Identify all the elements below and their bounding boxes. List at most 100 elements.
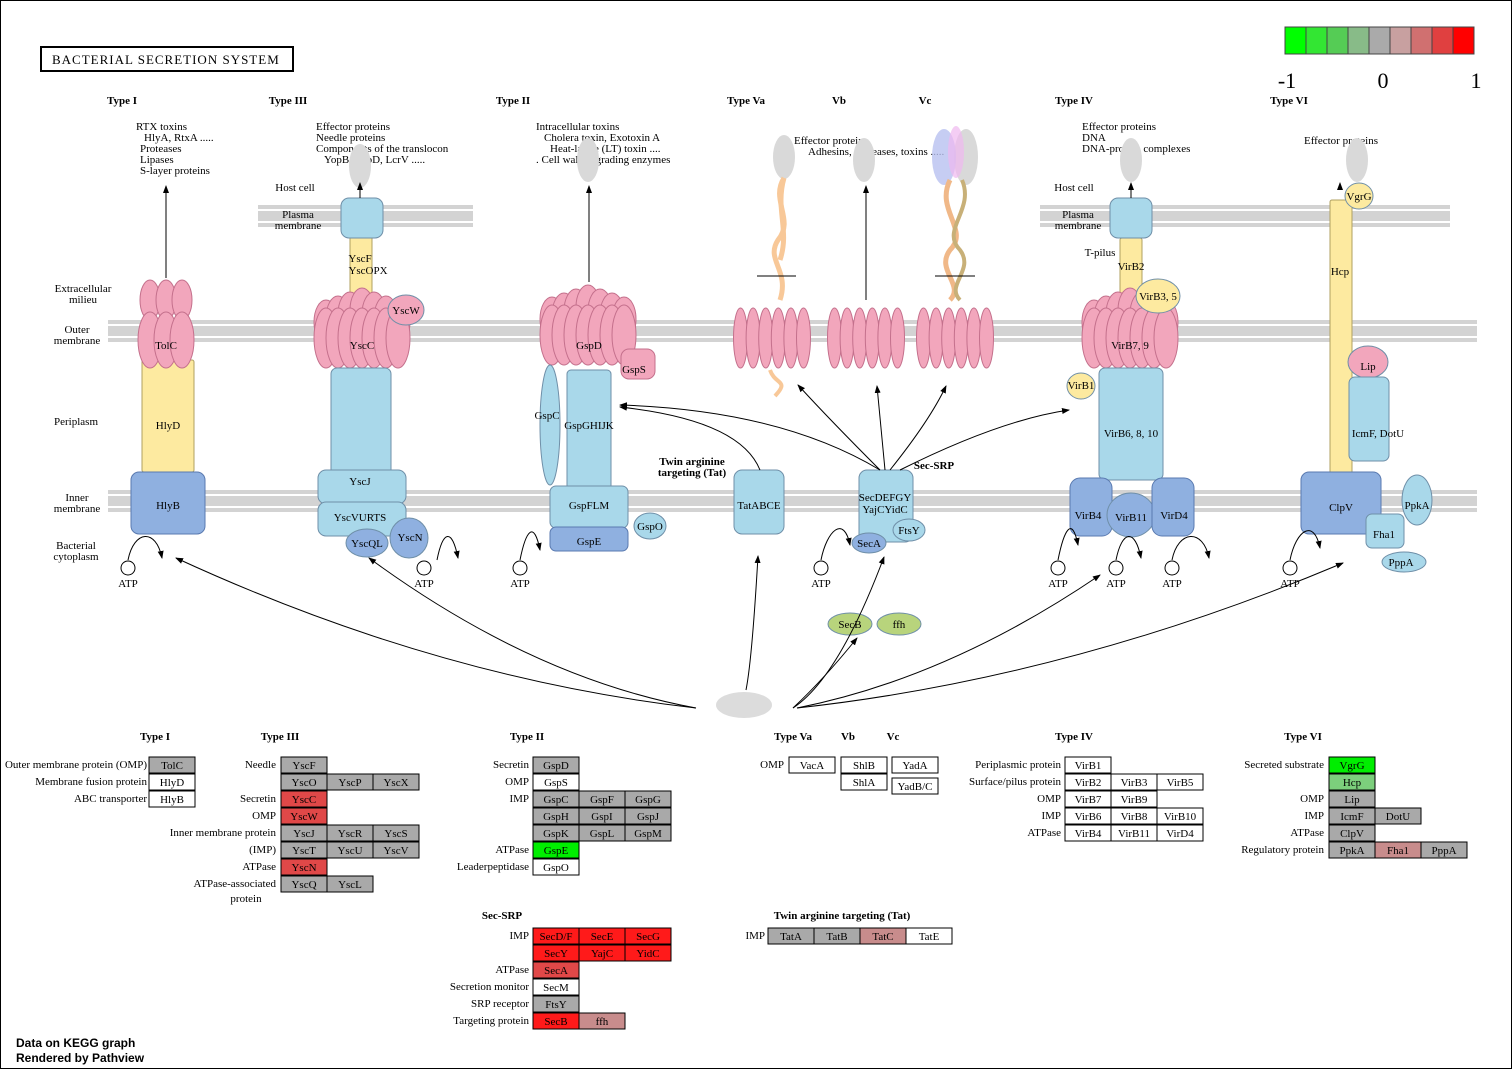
table-cell [1156,807,1204,825]
node-virb2: VirB2 [1118,261,1145,273]
table-cell-label: YscL [338,879,362,891]
t5c-barrel-segment [928,307,944,369]
tatabce-box [733,469,785,535]
gspc-shape [539,364,561,486]
table-row-label: SRP receptor [471,998,529,1010]
hlyb-box [130,471,206,535]
gspo-shape [633,512,667,540]
table-cell [532,995,580,1013]
table-cell-label: GspC [543,794,568,806]
table-row-label: IMP [509,930,529,942]
fha1-box [1365,513,1405,549]
atp-hydrolysis-arrow [1171,536,1211,561]
table-cell [1110,790,1158,808]
hub-arrow [745,555,761,691]
table-cell-label: VirD4 [1166,828,1194,840]
node-virb4: VirB4 [1075,510,1102,522]
table-cell [1374,807,1422,825]
label-periplasm: Periplasm [54,416,98,428]
virb4-box [1069,477,1113,537]
atp-hydrolysis-arrow [519,531,542,561]
table-cell-label: SecA [544,965,568,977]
substrate-oval [577,138,599,182]
node-lip: Lip [1360,361,1376,373]
table-cell-label: GspF [590,794,614,806]
label-cytoplasm-a: Bacterial [56,540,96,552]
header-t3: Type III [269,95,308,107]
table-row-label: ATPase [495,844,529,856]
legend-mid-label: 0 [1378,68,1389,93]
t5c-barrel-segment [953,307,969,369]
substrate-t2: Intracellular toxins [536,121,619,133]
t5a-barrel-segment [770,307,786,369]
table-cell [1420,841,1468,859]
table-row-label: Periplasmic protein [975,759,1061,771]
table-cell-label: YscQ [291,879,316,891]
table-cell-label: GspI [591,811,613,823]
table-cell [624,807,672,825]
node-ffh: ffh [893,619,906,631]
table-cell [1328,824,1376,842]
substrate-t3: Needle proteins [316,132,385,144]
substrate-t1: Lipases [140,154,174,166]
t5c-barrel-segment [966,307,982,369]
table-row-label: Membrane fusion protein [35,776,147,788]
table-cell [624,944,672,962]
table-cell-label: YscO [291,777,316,789]
table-cell-label: GspO [543,862,569,874]
table-row-label: Leaderpeptidase [457,861,529,873]
node-yscn: YscN [397,532,422,544]
virb79-barrel [1153,307,1179,369]
substrate-oval [1120,138,1142,182]
table-row-label: ATPase [1290,827,1324,839]
gspe-box [549,526,629,552]
table-cell [891,777,939,795]
table-cell-label: YscF [292,760,315,772]
table-cell-label: YajC [591,948,613,960]
table-row-label: Secreted substrate [1244,759,1324,771]
table-row-label: Secretin [493,759,530,771]
node-yscql: YscQL [351,538,383,550]
node-gspd: GspD [576,340,602,352]
table-cell-label: YscX [383,777,408,789]
node-gsps: GspS [622,364,646,376]
table-cell-label: YscW [290,811,318,823]
table-cell [280,790,328,808]
table-header-tbl6: Type VI [1284,731,1322,743]
substrate-t1: RTX toxins [136,121,187,133]
table-cell [532,858,580,876]
table-cell [532,756,580,774]
node-pppa: PppA [1388,557,1413,569]
atp-label: ATP [118,578,138,590]
table-cell-label: TatC [872,931,893,943]
label-host-cell-t4: Host cell [1054,182,1093,194]
table-cell [1064,756,1112,774]
atp-circle [1164,560,1180,576]
substrate-t3: Components of the translocon [316,143,449,155]
table-cell [532,841,580,859]
table-cell [1328,756,1376,774]
substrate-t2: . Cell wall-degrading enzymes [536,154,670,166]
atp-label: ATP [1048,578,1068,590]
hub-arrow [796,574,1101,709]
t5a-barrel-segment [733,307,748,369]
table-row-label: ATPase-associated [194,878,277,890]
table-row-label: OMP [505,776,529,788]
substrate-t1: S-layer proteins [140,165,210,177]
node-virb11: VirB11 [1115,512,1147,524]
atp-hydrolysis-arrow [1115,536,1143,561]
atp-label: ATP [1106,578,1126,590]
table-row-label: IMP [1041,810,1061,822]
substrate-t2: Cholera toxin, Exotoxin A [544,132,660,144]
t5c-stalk-2 [951,179,967,302]
table-cell-label: GspK [543,828,569,840]
table-cell [891,756,939,774]
table-cell [148,756,196,774]
atp-hydrolysis-arrow [820,528,852,561]
node-icmf: IcmF, DotU [1352,428,1404,440]
table-cell [788,756,836,774]
t5c-barrel-segment [979,307,994,369]
header-t5b: Vb [832,95,846,107]
label-inner-membrane-a: Inner [65,492,89,504]
table-cell-label: ClpV [1340,828,1364,840]
